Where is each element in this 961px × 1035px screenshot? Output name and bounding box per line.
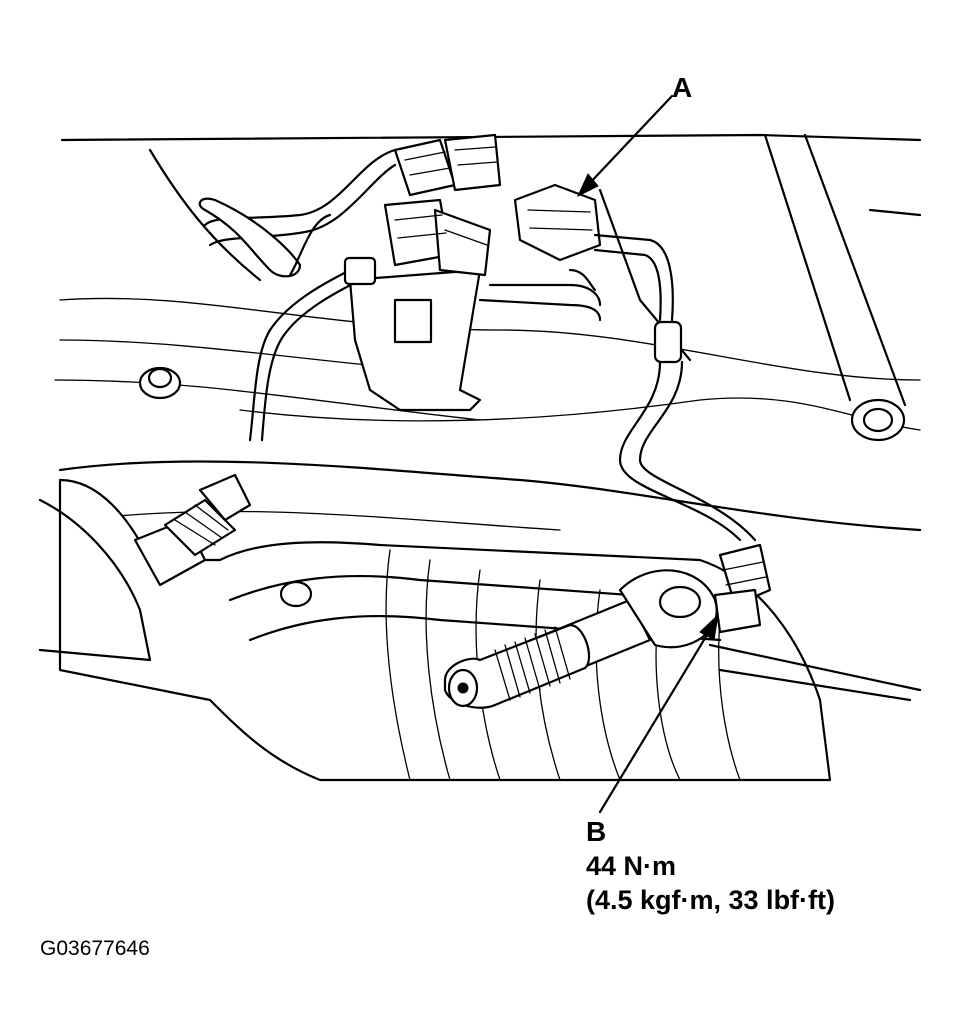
wiring-harness [198,148,757,542]
socket-wrench [443,569,718,709]
connector-a [513,183,602,262]
callout-b-leader [598,613,719,814]
connector-bracket [348,268,482,412]
body-floor-panel [54,133,922,532]
sensor-b [713,543,772,634]
torque-spec-alt: (4.5 kgf·m, 33 lbf·ft) [586,885,836,915]
upstream-oxygen-sensor [133,473,252,587]
floor-bolt-left [138,366,182,400]
harness-connectors [383,133,502,277]
torque-spec-nm: 44 N·m [586,851,677,881]
callout-a-label: A [672,72,693,103]
figure-id: G03677646 [40,937,150,960]
frame-brace [763,133,907,442]
callout-b-label: B [586,816,607,847]
callout-a-leader [576,94,674,198]
